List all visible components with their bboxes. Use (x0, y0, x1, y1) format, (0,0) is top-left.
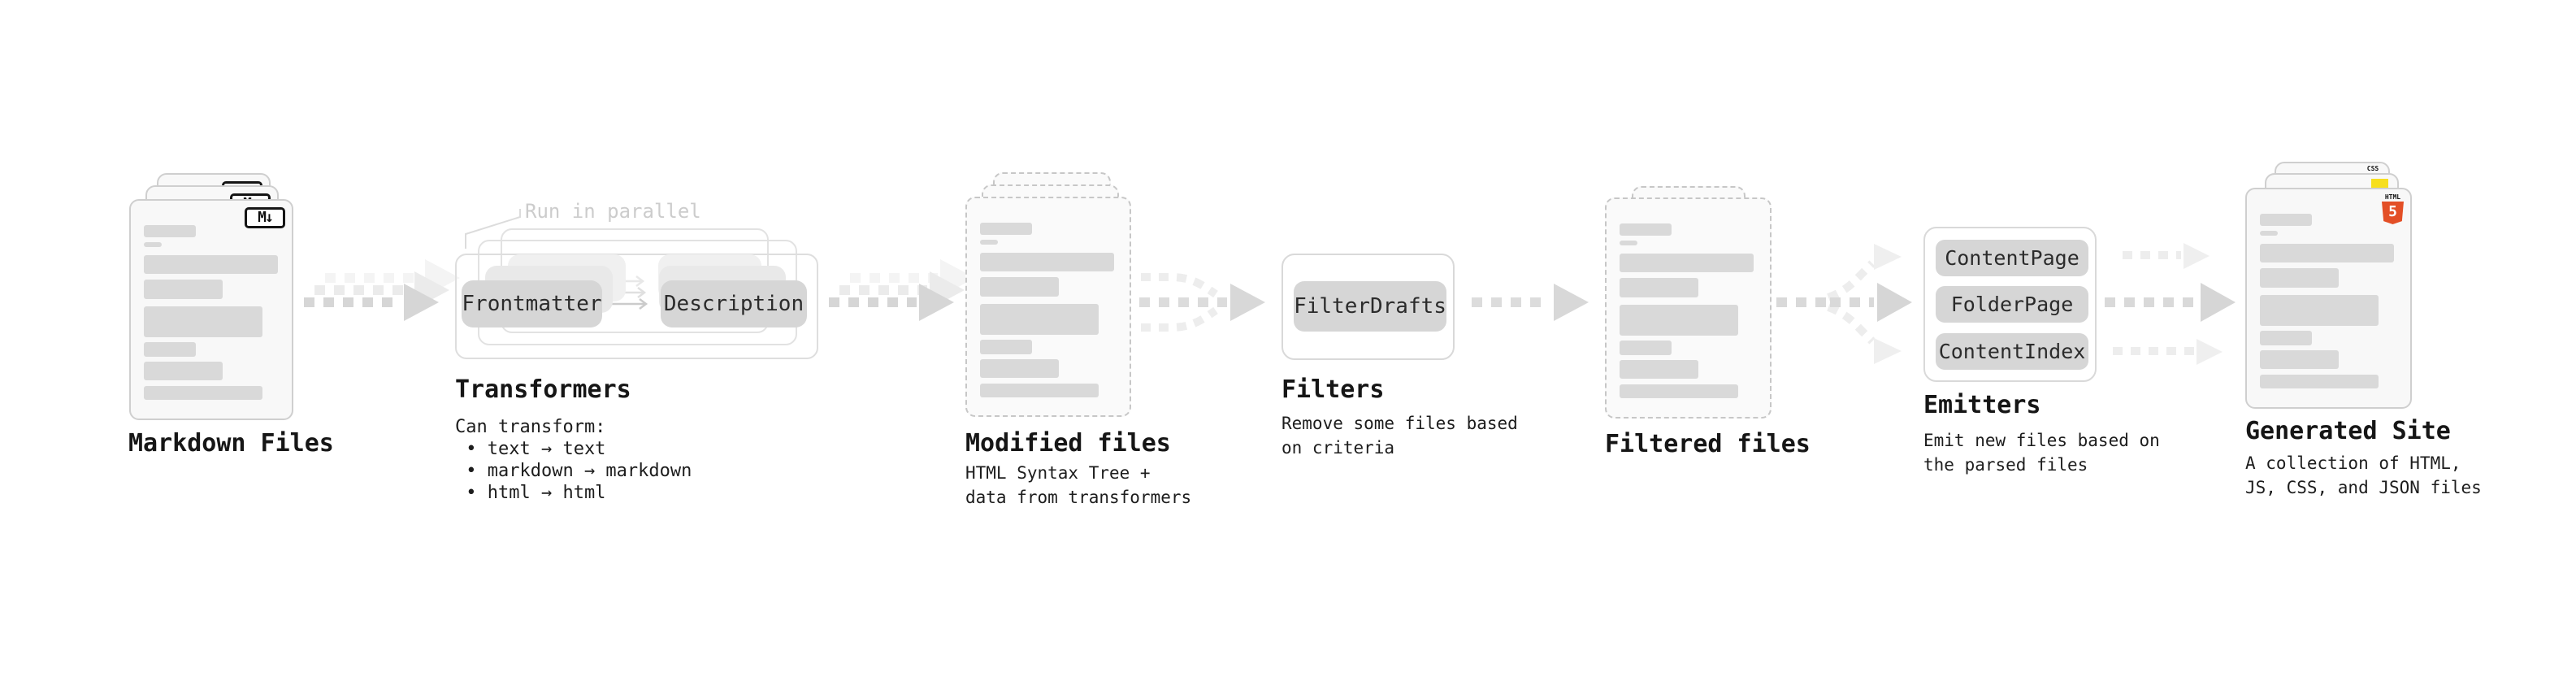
text-line: • html → html (455, 483, 606, 503)
placeholder-bar (1620, 241, 1637, 245)
text-line: HTML Syntax Tree + (965, 463, 1151, 483)
placeholder-bar (980, 223, 1032, 235)
text-line: Can transform: (455, 417, 606, 437)
placeholder-bar (2260, 214, 2312, 226)
placeholder-bar (144, 280, 223, 299)
placeholder-bar (144, 386, 262, 400)
content-index-box: ContentIndex (1936, 333, 2088, 370)
arrow-filtered-to-emitters (1776, 244, 1912, 364)
text-line: the parsed files (1923, 455, 2088, 475)
placeholder-bar (2260, 295, 2379, 326)
filters-container: FilterDrafts (1281, 254, 1455, 360)
text-line: • text → text (455, 439, 606, 459)
markdown-logo-icon: M↓ (245, 207, 285, 228)
text-line: Emit new files based on (1923, 431, 2160, 450)
text-line: Remove some files based (1281, 414, 1518, 433)
placeholder-bar (980, 253, 1114, 271)
html5-logo-icon: HTML 5 (2382, 193, 2404, 224)
site-file-card-html: HTML 5 (2245, 188, 2412, 409)
text-line: A collection of HTML, (2245, 453, 2461, 473)
emitters-subtitle: Emit new files based on the parsed files (1923, 428, 2160, 477)
placeholder-bar (1620, 254, 1754, 272)
placeholder-bar (2260, 350, 2339, 369)
emitters-title: Emitters (1923, 391, 2041, 419)
placeholder-bar (980, 359, 1059, 378)
placeholder-bar (2260, 244, 2394, 262)
arrow-filters-to-filtered (1472, 284, 1589, 321)
filters-subtitle: Remove some files based on criteria (1281, 411, 1518, 460)
placeholder-bar (1620, 223, 1672, 236)
modified-file-card-front (965, 197, 1131, 417)
text-line: JS, CSS, and JSON files (2245, 478, 2482, 497)
placeholder-bar (144, 225, 196, 237)
content-page-box: ContentPage (1936, 240, 2088, 276)
placeholder-bar (2260, 331, 2312, 345)
text-line: • markdown → markdown (455, 461, 692, 481)
emitters-container: ContentPage FolderPage ContentIndex (1923, 227, 2097, 382)
arrow-modified-to-filters (1139, 273, 1265, 332)
placeholder-bar (980, 384, 1099, 397)
placeholder-bar (2260, 231, 2278, 236)
placeholder-bar (144, 342, 196, 357)
placeholder-bar (980, 277, 1059, 297)
arrow-transformers-to-modified (829, 259, 975, 321)
transformer-panel-front (455, 254, 818, 359)
js-logo-icon (2371, 179, 2388, 189)
placeholder-bar (144, 362, 223, 380)
filtered-files-title: Filtered files (1605, 430, 1811, 458)
modified-files-subtitle: HTML Syntax Tree + data from transformers (965, 461, 1191, 510)
placeholder-bar (1620, 305, 1738, 336)
generated-site-title: Generated Site (2245, 417, 2451, 445)
placeholder-bar (144, 255, 278, 274)
description-box: Description (661, 280, 807, 327)
placeholder-bar (980, 340, 1032, 354)
filtered-file-card-front (1605, 197, 1772, 419)
generated-site-subtitle: A collection of HTML, JS, CSS, and JSON f… (2245, 451, 2482, 500)
placeholder-bar (1620, 340, 1672, 355)
filter-drafts-box: FilterDrafts (1294, 281, 1446, 332)
placeholder-bar (1620, 384, 1738, 398)
modified-files-title: Modified files (965, 429, 1171, 458)
markdown-files-title: Markdown Files (128, 429, 334, 458)
text-line: on criteria (1281, 438, 1395, 458)
transformers-title: Transformers (455, 375, 631, 404)
text-line: data from transformers (965, 488, 1192, 507)
placeholder-bar (144, 306, 262, 337)
transformers-description: Can transform: • text → text • markdown … (455, 416, 692, 504)
placeholder-bar (2260, 268, 2339, 288)
placeholder-bar (1620, 360, 1698, 379)
arrow-emitters-to-site (2105, 243, 2236, 365)
markdown-file-card-front: M↓ (129, 199, 293, 420)
placeholder-bar (980, 304, 1099, 335)
run-in-parallel-annotation: Run in parallel (525, 200, 701, 223)
arrow-markdown-to-transformers (304, 259, 460, 321)
placeholder-bar (144, 242, 162, 247)
placeholder-bar (2260, 375, 2379, 388)
placeholder-bar (1620, 278, 1698, 297)
placeholder-bar (980, 240, 998, 245)
folder-page-box: FolderPage (1936, 286, 2088, 323)
frontmatter-box: Frontmatter (462, 280, 602, 327)
filters-title: Filters (1281, 375, 1385, 404)
